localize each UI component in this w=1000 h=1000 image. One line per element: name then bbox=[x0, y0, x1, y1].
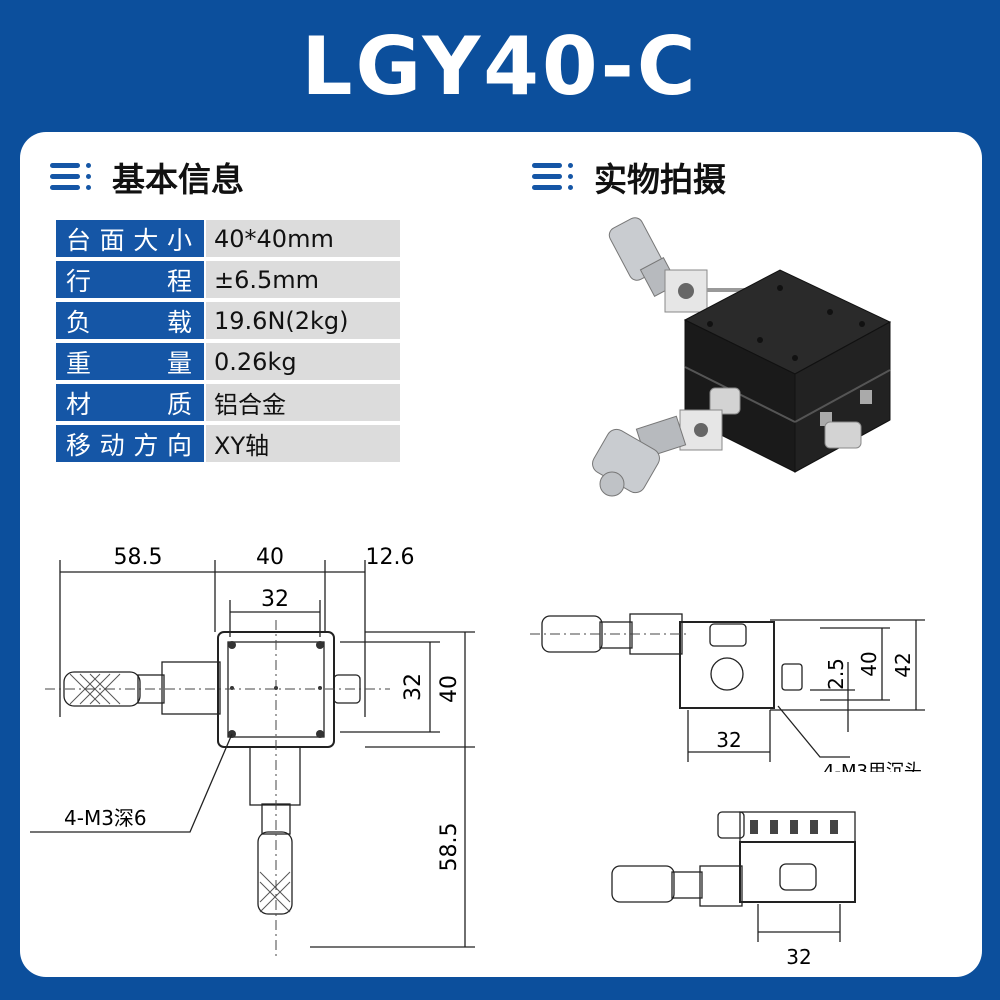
dim-side-42: 42 bbox=[891, 652, 915, 677]
dim-hole-pitch-y: 32 bbox=[401, 673, 426, 701]
dim-hole-pitch-x: 32 bbox=[261, 587, 289, 612]
dim-side-width: 32 bbox=[716, 728, 741, 752]
dim-front-width: 32 bbox=[786, 945, 811, 969]
spec-key: 负载 bbox=[56, 302, 204, 339]
page-title: LGY40-C bbox=[301, 20, 699, 113]
spec-key: 台面大小 bbox=[56, 220, 204, 257]
dim-height: 40 bbox=[437, 675, 462, 703]
list-icon bbox=[50, 163, 91, 190]
section-title-photo: 实物拍摄 bbox=[594, 160, 726, 199]
spec-value: 40*40mm bbox=[204, 220, 400, 257]
spec-key: 移动方向 bbox=[56, 425, 204, 462]
spec-value: ±6.5mm bbox=[204, 261, 400, 298]
product-photo bbox=[592, 217, 892, 497]
spec-key: 重量 bbox=[56, 343, 204, 380]
spec-value: XY轴 bbox=[204, 425, 400, 462]
dim-side-40: 40 bbox=[857, 651, 881, 676]
micrometer-top bbox=[608, 217, 745, 313]
dim-bottom-length: 58.5 bbox=[437, 823, 462, 872]
lock-knob bbox=[824, 421, 862, 449]
dim-width: 40 bbox=[256, 545, 284, 570]
spec-row: 行程±6.5mm bbox=[56, 261, 400, 298]
dim-left-length: 58.5 bbox=[114, 545, 163, 570]
spec-row: 材质铝合金 bbox=[56, 384, 400, 421]
hole-note: 4-M3深6 bbox=[64, 806, 147, 830]
side-note: 4-M3用沉头 bbox=[823, 761, 922, 772]
spec-value: 19.6N(2kg) bbox=[204, 302, 400, 339]
list-icon bbox=[532, 163, 573, 190]
section-header-photo: 实物拍摄 bbox=[532, 154, 726, 200]
front-view-drawing: 32 bbox=[611, 811, 856, 969]
dim-right-length: 12.6 bbox=[366, 545, 415, 570]
micrometer-bottom bbox=[592, 409, 723, 497]
spec-value: 铝合金 bbox=[204, 384, 400, 421]
top-view-drawing: 58.5 40 12.6 32 32 40 58.5 4-M3深6 bbox=[30, 545, 475, 957]
spec-key: 材质 bbox=[56, 384, 204, 421]
dim-side-2-5: 2.5 bbox=[824, 658, 848, 690]
section-title-info: 基本信息 bbox=[112, 160, 244, 199]
spec-key: 行程 bbox=[56, 261, 204, 298]
spec-value: 0.26kg bbox=[204, 343, 400, 380]
lock-knob bbox=[709, 387, 741, 415]
section-header-info: 基本信息 bbox=[50, 154, 244, 200]
side-view-drawing: 2.5 40 42 32 4-M3用沉头 bbox=[530, 613, 925, 772]
